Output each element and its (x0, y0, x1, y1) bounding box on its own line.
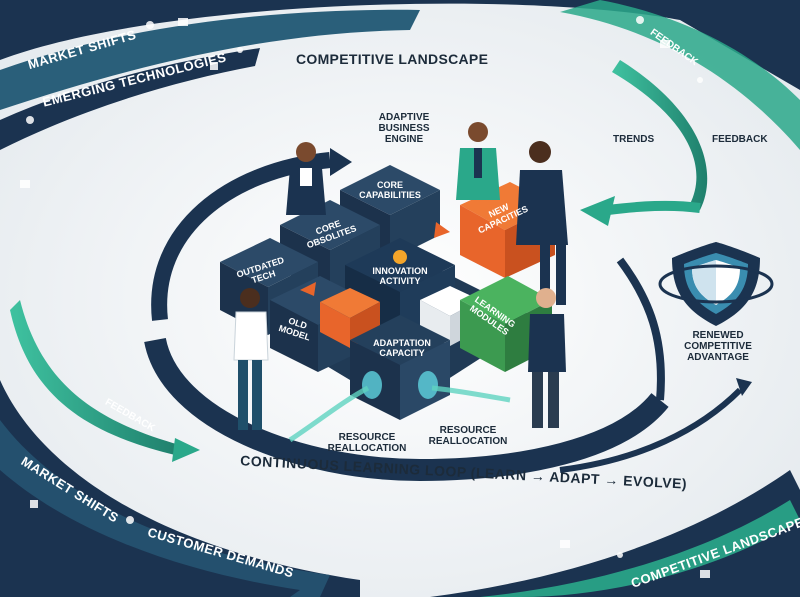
advantage-arrowhead (736, 378, 752, 396)
person-right (528, 288, 566, 428)
lightbulb-icon (393, 250, 407, 264)
arrow-to-new (434, 222, 450, 238)
bottom-right-band (430, 470, 800, 597)
trends-label: TRENDS (613, 134, 655, 145)
cube-white-top (420, 286, 480, 316)
cube-old-model-top (270, 276, 368, 325)
right-teal-arrowhead (580, 196, 615, 226)
cube-learning-left (460, 300, 505, 372)
cube-new-capacities-left (460, 205, 505, 278)
advantage-arrow (559, 387, 743, 473)
cube-adaptation-label: ADAPTATION CAPACITY (373, 338, 431, 359)
left-teal-arrowhead (172, 438, 200, 462)
emerging-band (0, 48, 260, 150)
person-left (233, 288, 269, 430)
top-band-dark (0, 0, 800, 90)
reallocation-right-label: RESOURCE REALLOCATION (428, 425, 508, 447)
cube-old-model-left (270, 300, 318, 372)
cube-learning-top (460, 276, 552, 324)
reallocation-stream-left (288, 385, 370, 443)
reallocation-left-label: RESOURCE REALLOCATION (327, 432, 407, 454)
loop-upper-left (151, 152, 331, 321)
renewed-advantage-label: RENEWED COMPETITIVE ADVANTAGE (684, 330, 752, 363)
cube-core-capabilities-label: CORE CAPABILITIES (359, 180, 421, 201)
left-teal-swoosh (10, 300, 180, 455)
person-top-center (456, 122, 500, 200)
loop-arrowhead-top (330, 148, 352, 176)
customer-band (0, 470, 300, 597)
cube-outdated-tech-top (220, 238, 318, 287)
cube-white-left (420, 300, 450, 346)
top-band-mid (0, 9, 420, 110)
cube-orange-small-top (320, 288, 380, 318)
reallocation-stream-right (431, 385, 511, 403)
top-right-teal (560, 0, 800, 150)
person-top-left (286, 142, 326, 215)
cube-innovation-label: INNOVATION ACTIVITY (372, 266, 428, 287)
loop-right (616, 257, 665, 401)
cube-orange-small-left (320, 302, 350, 348)
right-teal-swoosh (612, 60, 708, 210)
loop-lower (144, 337, 669, 482)
cube-core-obsolete-right (330, 225, 380, 295)
tunnel-right (418, 371, 438, 399)
diagram-title: COMPETITIVE LANDSCAPE (296, 51, 489, 67)
band-icons (20, 16, 710, 578)
arrow-to-outdated (300, 282, 316, 296)
bottom-right-teal (480, 500, 800, 597)
shield-icon (658, 242, 774, 326)
feedback-right-label: FEEDBACK (712, 134, 768, 145)
tunnel-left (362, 371, 382, 399)
engine-label: ADAPTIVE BUSINESS ENGINE (378, 112, 430, 145)
person-top-right (516, 141, 568, 305)
right-teal-tail (607, 200, 701, 215)
